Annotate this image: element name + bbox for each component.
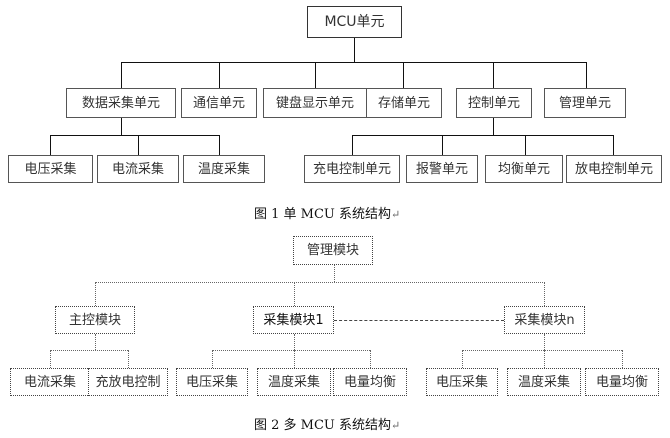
mcu-unit-label: MCU单元 [324, 14, 385, 30]
main-control-module-box: 主控模块 [55, 306, 135, 334]
unit-label: 通信单元 [192, 95, 245, 111]
connector [50, 350, 128, 351]
sub-label: 充放电控制 [95, 374, 161, 390]
unit-label: 数据采集单元 [81, 95, 160, 111]
connector [219, 135, 220, 155]
connector [622, 350, 623, 368]
unit-box-data-acquisition: 数据采集单元 [66, 88, 176, 118]
dashed-link [334, 320, 504, 321]
sub-label: 电流采集 [23, 374, 76, 390]
connector [95, 282, 96, 306]
connector [544, 282, 545, 306]
sub-label: 电量均衡 [343, 374, 396, 390]
connector [95, 282, 545, 283]
sub-label: 放电控制单元 [574, 161, 653, 177]
connector [493, 118, 494, 135]
connector [294, 334, 295, 350]
connector [352, 135, 614, 136]
connector [586, 62, 587, 88]
connector [50, 135, 219, 136]
connector [294, 350, 295, 368]
connector [544, 334, 545, 350]
unit-label: 存储单元 [377, 95, 430, 111]
module-label: 采集模块1 [263, 312, 324, 328]
acquisition-module-1-box: 采集模块1 [253, 306, 334, 334]
sub-box-current-acquisition: 电流采集 [10, 368, 90, 396]
caption-text: 图 1 单 MCU 系统结构 [254, 207, 392, 222]
sub-label: 充电控制单元 [312, 161, 391, 177]
paragraph-mark-icon: ↵ [391, 419, 401, 432]
unit-label: 控制单元 [467, 95, 520, 111]
paragraph-mark-icon: ↵ [391, 208, 401, 221]
sub-label: 电流采集 [111, 161, 164, 177]
unit-box-storage: 存储单元 [366, 88, 442, 118]
unit-label: 管理单元 [558, 95, 611, 111]
connector [370, 350, 371, 368]
sub-box-discharge-control: 放电控制单元 [566, 155, 662, 183]
sub-box-charge-balance: 电量均衡 [585, 368, 659, 396]
unit-label: 键盘显示单元 [275, 95, 354, 111]
figure-1-caption: 图 1 单 MCU 系统结构↵ [254, 203, 400, 222]
connector [128, 350, 129, 368]
connector [212, 350, 213, 368]
connector [315, 62, 316, 88]
connector [462, 350, 463, 368]
sub-label: 温度采集 [517, 374, 570, 390]
connector [442, 135, 443, 155]
acquisition-module-n-box: 采集模块n [504, 306, 585, 334]
connector [334, 265, 335, 282]
module-label: 主控模块 [68, 312, 121, 328]
unit-box-management: 管理单元 [544, 88, 626, 118]
connector [50, 350, 51, 368]
connector [354, 38, 355, 62]
sub-box-temperature-acquisition: 温度采集 [507, 368, 581, 396]
sub-box-balance: 均衡单元 [485, 155, 563, 183]
sub-box-voltage-acquisition: 电压采集 [426, 368, 498, 396]
sub-label: 温度采集 [197, 161, 250, 177]
connector [352, 135, 353, 155]
sub-label: 电压采集 [185, 374, 238, 390]
connector [403, 62, 404, 88]
connector [212, 350, 370, 351]
sub-box-voltage-acquisition: 电压采集 [8, 155, 93, 183]
sub-box-alarm: 报警单元 [406, 155, 478, 183]
unit-box-control: 控制单元 [456, 88, 532, 118]
sub-box-temperature-acquisition: 温度采集 [257, 368, 331, 396]
connector [493, 62, 494, 88]
connector [613, 135, 614, 155]
connector [121, 62, 122, 88]
sub-box-voltage-acquisition: 电压采集 [176, 368, 248, 396]
unit-box-keyboard-display: 键盘显示单元 [263, 88, 367, 118]
connector [544, 350, 545, 368]
sub-box-charge-discharge-control: 充放电控制 [88, 368, 168, 396]
sub-box-charge-control: 充电控制单元 [304, 155, 400, 183]
sub-label: 温度采集 [267, 374, 320, 390]
figure-2-caption: 图 2 多 MCU 系统结构↵ [254, 414, 400, 433]
connector [50, 135, 51, 155]
mcu-unit-box: MCU单元 [307, 6, 402, 38]
module-label: 采集模块n [514, 312, 575, 328]
connector [138, 135, 139, 155]
sub-box-current-acquisition: 电流采集 [97, 155, 179, 183]
connector [294, 282, 295, 306]
sub-box-temperature-acquisition: 温度采集 [183, 155, 265, 183]
sub-label: 报警单元 [415, 161, 468, 177]
sub-label: 电压采集 [24, 161, 77, 177]
connector [525, 135, 526, 155]
sub-label: 电量均衡 [595, 374, 648, 390]
connector [219, 62, 220, 88]
connector [95, 334, 96, 350]
module-label: 管理模块 [306, 243, 359, 258]
sub-label: 电压采集 [435, 374, 488, 390]
unit-box-communication: 通信单元 [181, 88, 257, 118]
management-module-box: 管理模块 [293, 236, 373, 265]
connector [462, 350, 622, 351]
sub-box-charge-balance: 电量均衡 [333, 368, 407, 396]
sub-label: 均衡单元 [497, 161, 550, 177]
connector [121, 62, 587, 63]
connector [121, 118, 122, 135]
caption-text: 图 2 多 MCU 系统结构 [254, 418, 392, 433]
